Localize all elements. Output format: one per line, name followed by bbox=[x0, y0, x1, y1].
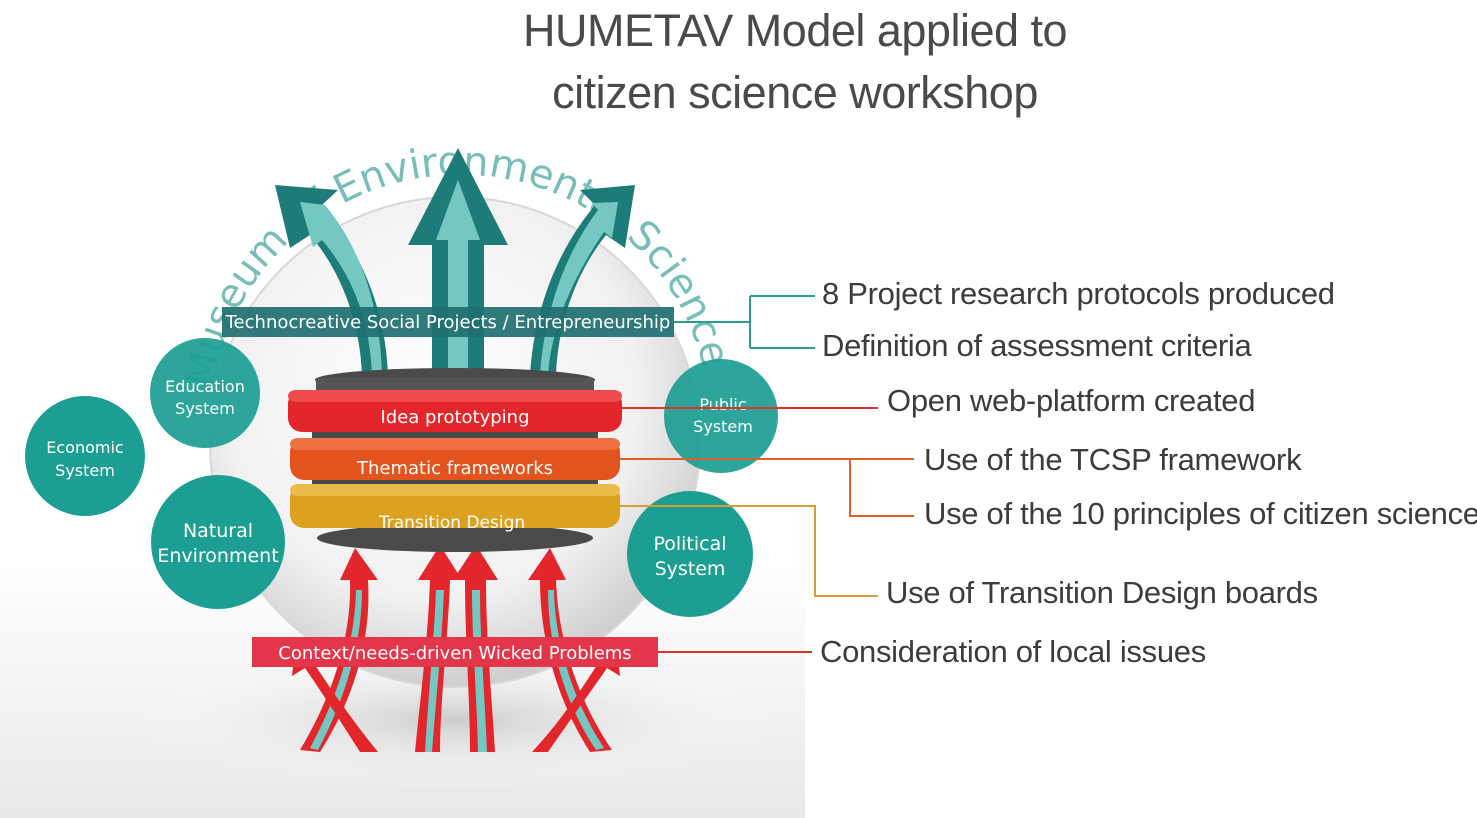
outcome-boards: Use of Transition Design boards bbox=[886, 575, 1318, 610]
system-political: Political System bbox=[627, 491, 753, 617]
layer-idea-prototyping: Idea prototyping bbox=[288, 390, 622, 432]
input-arrow-1-fill bbox=[310, 590, 362, 750]
bottom-banner-bg bbox=[252, 637, 658, 667]
layer-idea-text: Idea prototyping bbox=[380, 407, 529, 428]
outcome-protocols: 8 Project research protocols produced bbox=[822, 276, 1335, 311]
system-public: Public System bbox=[664, 359, 778, 473]
public-circle bbox=[664, 359, 778, 473]
input-arrow-3-fill bbox=[472, 590, 487, 752]
political-line-1: Political bbox=[653, 533, 726, 555]
economic-line-1: Economic bbox=[46, 438, 123, 457]
arrow-left-highlight bbox=[300, 202, 382, 375]
input-arrow-2-fill bbox=[425, 590, 444, 752]
layer-thematic-highlight bbox=[290, 438, 620, 450]
outcome-criteria: Definition of assessment criteria bbox=[822, 328, 1252, 363]
top-banner-bg bbox=[222, 307, 674, 337]
stack-base bbox=[317, 524, 593, 552]
arrow-right-highlight bbox=[540, 202, 618, 375]
input-arrow-6 bbox=[532, 640, 620, 752]
connector-thematic bbox=[620, 458, 914, 517]
natural-circle bbox=[151, 475, 285, 609]
political-circle bbox=[627, 491, 753, 617]
public-line-2: System bbox=[693, 417, 753, 436]
system-economic: Economic System bbox=[25, 396, 145, 516]
political-line-2: System bbox=[655, 558, 726, 580]
system-education: Education System bbox=[150, 338, 260, 448]
connectors bbox=[620, 295, 914, 653]
layer-transition-highlight bbox=[290, 484, 620, 496]
layer-gap-1 bbox=[312, 432, 598, 442]
connector-top-bracket bbox=[674, 295, 815, 349]
title-line-1: HUMETAV Model applied to bbox=[522, 5, 1068, 56]
diagram-title: HUMETAV Model applied to citizen science… bbox=[410, 0, 1180, 124]
layer-transition-design: Transition Design bbox=[290, 484, 620, 533]
natural-line-1: Natural bbox=[183, 520, 253, 542]
system-natural: Natural Environment bbox=[151, 475, 285, 609]
arrow-center-highlight bbox=[436, 180, 480, 375]
title-line-2: citizen science workshop bbox=[552, 67, 1038, 118]
education-line-1: Education bbox=[165, 377, 245, 396]
outcome-principles: Use of the 10 principles of citizen scie… bbox=[924, 496, 1477, 531]
outcome-tcsp: Use of the TCSP framework bbox=[924, 442, 1302, 477]
input-arrow-4-fill bbox=[548, 590, 604, 750]
layer-thematic-frameworks: Thematic frameworks bbox=[290, 438, 620, 480]
top-banner-text: Technocreative Social Projects / Entrepr… bbox=[225, 312, 671, 333]
outcome-local: Consideration of local issues bbox=[820, 634, 1206, 669]
connector-transition bbox=[620, 505, 878, 597]
input-arrow-5 bbox=[292, 640, 378, 752]
education-circle bbox=[150, 338, 260, 448]
bottom-banner-text: Context/needs-driven Wicked Problems bbox=[278, 643, 631, 664]
layer-transition-text: Transition Design bbox=[378, 513, 525, 533]
outcome-platform: Open web-platform created bbox=[887, 383, 1256, 418]
floor-shadow bbox=[125, 650, 785, 790]
public-line-1: Public bbox=[699, 395, 746, 414]
economic-line-2: System bbox=[55, 461, 115, 480]
education-line-2: System bbox=[175, 399, 235, 418]
natural-line-2: Environment bbox=[157, 545, 278, 567]
layer-idea-highlight bbox=[288, 390, 622, 402]
bottom-banner: Context/needs-driven Wicked Problems bbox=[252, 637, 658, 667]
top-banner: Technocreative Social Projects / Entrepr… bbox=[222, 307, 674, 337]
economic-circle bbox=[25, 396, 145, 516]
layer-thematic-text: Thematic frameworks bbox=[356, 458, 553, 479]
